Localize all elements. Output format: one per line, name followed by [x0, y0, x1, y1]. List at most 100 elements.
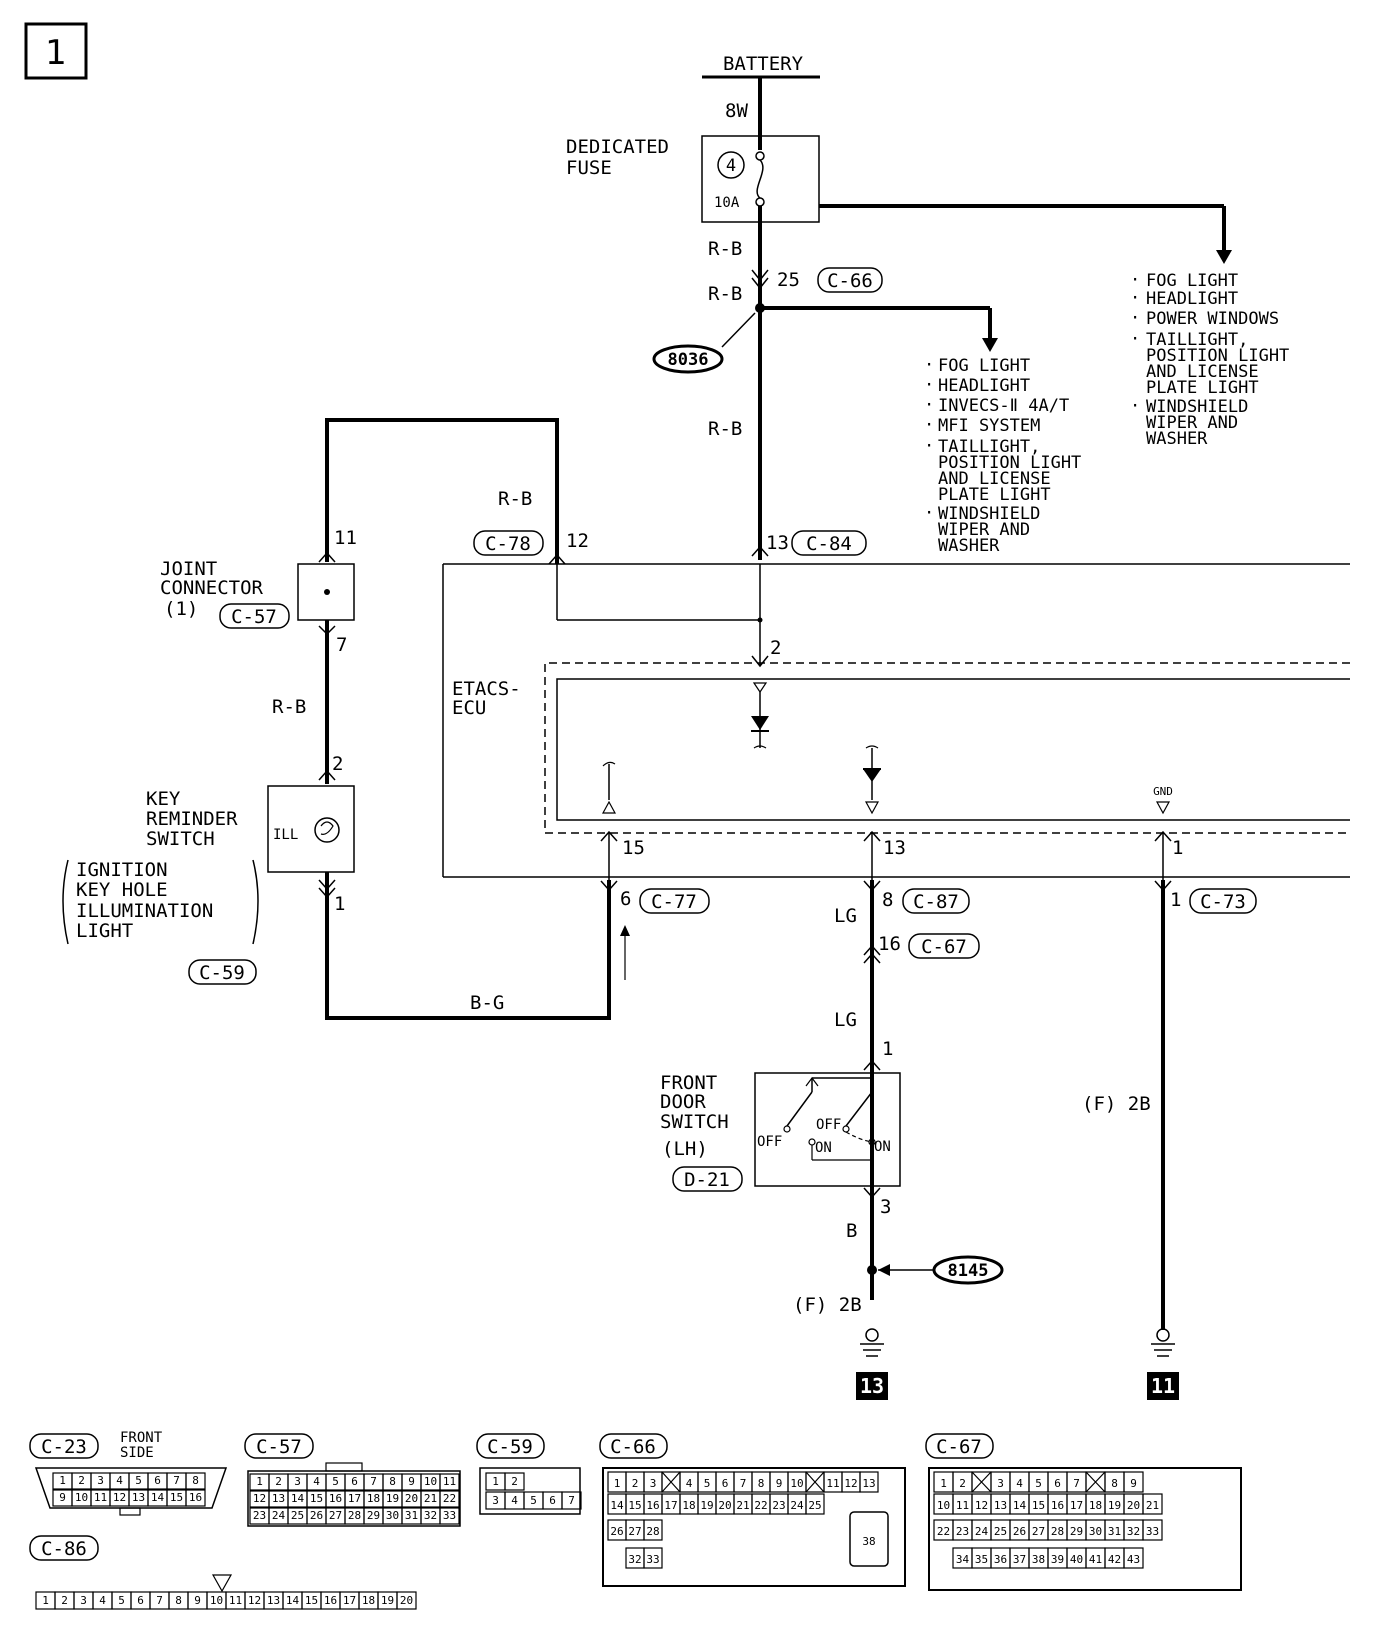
pin-1-key: 1 [334, 893, 345, 915]
wire-label-bg: B-G [470, 992, 504, 1014]
connector-pin-label: 8 [389, 1475, 396, 1488]
connector-pin-label: 5 [704, 1477, 711, 1490]
connector-pin-label: 29 [1070, 1525, 1083, 1538]
connector-pin-label: 1 [614, 1477, 621, 1490]
connector-pin-cell [643, 1519, 663, 1541]
wire-loop-bg [325, 872, 611, 1020]
branch-right-item: POSITION LIGHT [1146, 346, 1289, 366]
connector-pin-label: 23 [772, 1499, 785, 1512]
connector-pin-label: 19 [386, 1492, 399, 1505]
connector-pin-label: 8 [758, 1477, 765, 1490]
c67-shell [928, 1467, 1242, 1591]
page-number-box [24, 22, 88, 80]
connector-pin-cell [561, 1491, 582, 1510]
key-reminder-lamp [314, 817, 340, 843]
key-reminder-box [267, 785, 355, 873]
pin-1-c73: 1 [1170, 889, 1181, 911]
door-switch-right-off [842, 1125, 850, 1133]
connector-pin-label: 9 [1130, 1477, 1137, 1490]
connector-pin-label: 13 [994, 1499, 1007, 1512]
connector-pin-label: 14 [151, 1491, 165, 1504]
connector-pin-label: 29 [367, 1509, 380, 1522]
connector-pin-label: 4 [1016, 1477, 1023, 1490]
pin-15-mark [600, 830, 618, 842]
connector-d21: D-21 [684, 1169, 730, 1191]
connector-pin-label: 1 [492, 1475, 499, 1488]
connector-tag-c59-view [476, 1433, 545, 1459]
pin-1-door-mark [863, 1059, 881, 1071]
connector-pin-label: 1 [940, 1477, 947, 1490]
connector-pin-label: 5 [1035, 1477, 1042, 1490]
connector-pin-label: 13 [132, 1491, 145, 1504]
svg-text:·: · [1130, 288, 1140, 308]
joint-connector-label-1: JOINT [160, 558, 217, 580]
branch-mid-item: PLATE LIGHT [938, 485, 1051, 505]
pin-2-mark [751, 655, 769, 668]
fuse-number-circle [717, 151, 745, 179]
connector-pin-label: 2 [632, 1477, 639, 1490]
splice-8036: 8036 [668, 350, 709, 370]
pin-6-mark [600, 880, 618, 892]
connector-pin-label: 22 [754, 1499, 767, 1512]
connector-tag-c66-view [599, 1433, 668, 1459]
svg-text:·: · [924, 503, 934, 523]
etacs-dashed-box [544, 662, 1350, 834]
connector-c84: C-84 [806, 533, 852, 555]
connector-pin-cell [504, 1472, 525, 1491]
connector-pin-label: 14 [291, 1492, 305, 1505]
connector-pin-label: 3 [997, 1477, 1004, 1490]
connector-pin-label: 36 [994, 1553, 1007, 1566]
connector-pin-cell [859, 1471, 879, 1493]
branch-mid-item: AND LICENSE [938, 469, 1051, 489]
connector-pin-label: 37 [1013, 1553, 1026, 1566]
etacs-gnd-triangle [1155, 801, 1171, 815]
c23-note-1: FRONT [120, 1430, 163, 1446]
key-reminder-sub-3: ILLUMINATION [76, 900, 213, 922]
connector-pin-label: 20 [1127, 1499, 1140, 1512]
splice-8036-leader [721, 312, 756, 348]
connector-pin-label: 12 [113, 1491, 126, 1504]
key-reminder-sub-4: LIGHT [76, 920, 133, 942]
svg-text:·: · [1130, 396, 1140, 416]
connector-pin-label: 4 [686, 1477, 693, 1490]
connector-tag-c57 [219, 603, 290, 629]
connector-pin-label: 10 [937, 1499, 950, 1512]
connector-pin-label: 11 [826, 1477, 839, 1490]
connector-pin-label: 32 [424, 1509, 437, 1522]
connector-pin-label: 42 [1108, 1553, 1121, 1566]
connector-pin-label: 9 [776, 1477, 783, 1490]
door-switch-label-1: FRONT [660, 1072, 717, 1094]
branch-mid-item: TAILLIGHT, [938, 437, 1040, 457]
connector-pin-label: 9 [59, 1491, 66, 1504]
pin-8-mark [863, 880, 881, 892]
connector-pin-cell [439, 1473, 460, 1491]
connector-pin-label: 16 [324, 1594, 337, 1607]
connector-pin-label: 3 [294, 1475, 301, 1488]
branch-mid-item: WINDSHIELD [938, 504, 1040, 524]
door-switch-right-blade [845, 1091, 873, 1127]
pin-2-key-mark [318, 769, 336, 781]
connector-pin-label: 1 [256, 1475, 263, 1488]
connector-blank-pin [661, 1471, 681, 1493]
connector-pin-label: 5 [135, 1474, 142, 1487]
connector-pin-cell [1123, 1547, 1144, 1569]
pin-13-bottom: 13 [883, 837, 906, 859]
door-switch-left-blade [786, 1091, 813, 1127]
connector-pin-label: 17 [348, 1492, 361, 1505]
branch-mid-list: · FOG LIGHT · HEADLIGHT · INVECS-Ⅱ 4A/T … [924, 355, 1081, 556]
connector-pin-label: 2 [511, 1475, 518, 1488]
joint-connector-label-2: CONNECTOR [160, 577, 264, 599]
door-switch-on-left: ON [815, 1140, 832, 1156]
door-switch-box [754, 1072, 901, 1187]
connector-pin-label: 13 [272, 1492, 285, 1505]
connector-pin-label: 3 [650, 1477, 657, 1490]
connector-tag-c84 [791, 530, 867, 556]
connector-c87: C-87 [913, 891, 959, 913]
ground-13-badge [856, 1372, 888, 1400]
connector-pin-label: 23 [956, 1525, 969, 1538]
connector-c57-view: C-57 [256, 1436, 302, 1458]
ground-13: 13 [860, 1374, 884, 1398]
connector-pin-label: 25 [994, 1525, 1007, 1538]
